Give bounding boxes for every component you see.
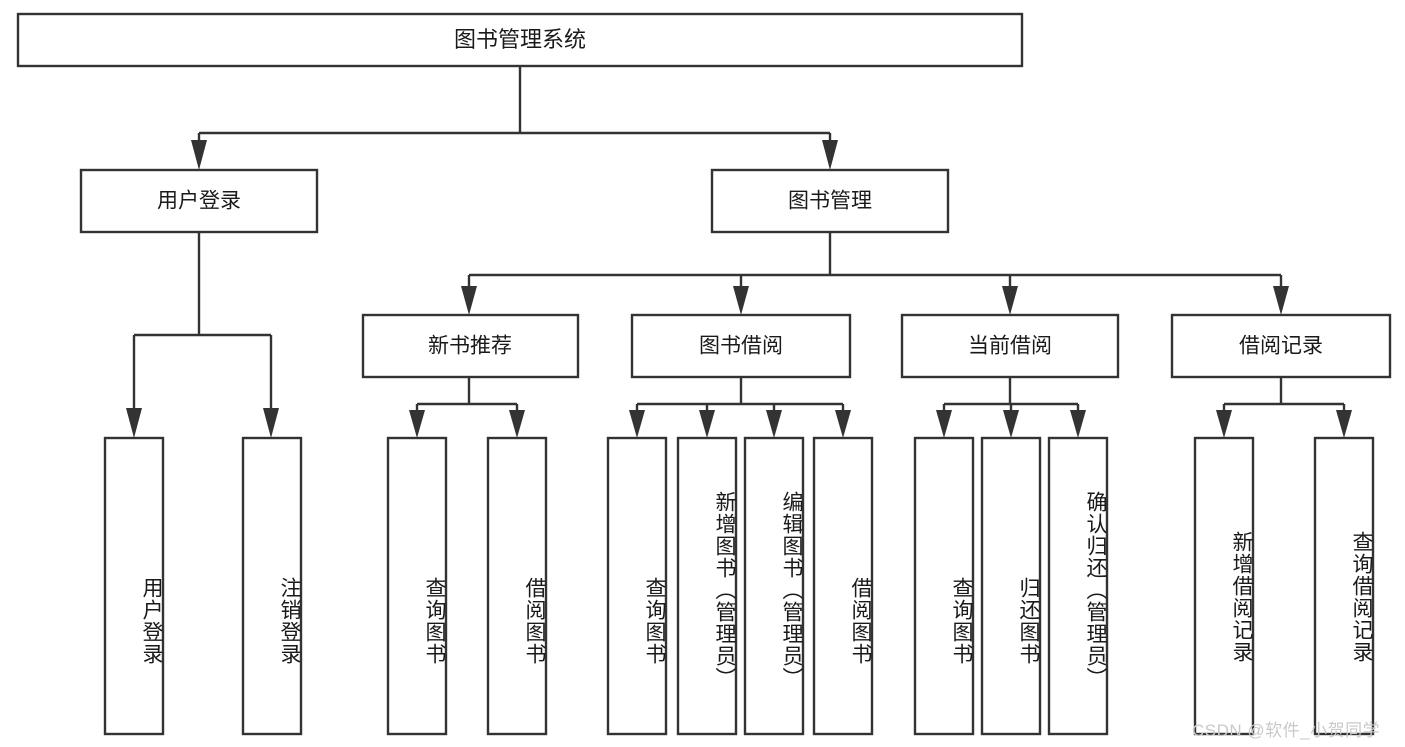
arrow-head-icon [822, 140, 838, 170]
leaf-rect-logout[interactable] [241, 436, 303, 736]
arrow-head-icon [835, 410, 851, 438]
node-new-book-recommend[interactable]: 新书推荐 [361, 313, 580, 379]
leaf-rect-borrow-book-nb[interactable] [486, 436, 548, 736]
leaf-rect-query-book-nb[interactable] [386, 436, 448, 736]
node-current-borrow[interactable]: 当前借阅 [900, 313, 1120, 379]
leaf-rect-query-borrow-record[interactable] [1313, 436, 1375, 736]
connector-group-user-login [126, 232, 279, 438]
node-borrow-record-rect[interactable] [1170, 313, 1392, 379]
node-current-borrow-label: 当前借阅 [968, 335, 1052, 358]
arrow-head-icon [1002, 286, 1018, 315]
arrow-head-icon [509, 410, 525, 438]
node-book-borrow-rect[interactable] [630, 313, 852, 379]
connector-group-root [191, 66, 838, 170]
arrow-head-icon [733, 286, 749, 315]
arrow-head-icon [766, 410, 782, 438]
node-user-login-rect[interactable] [79, 168, 319, 234]
leaf-rect-return-book[interactable] [980, 436, 1042, 736]
leaf-rect-borrow-book-bb[interactable] [812, 436, 874, 736]
connector-group-current-borrow [936, 377, 1086, 438]
node-root-label: 图书管理系统 [454, 27, 586, 52]
arrow-head-icon [1216, 410, 1232, 438]
arrow-head-icon [629, 410, 645, 438]
leaf-rect-user-login[interactable] [103, 436, 165, 736]
arrow-head-icon [936, 410, 952, 438]
leaf-rect-add-book-admin[interactable] [676, 436, 738, 736]
arrow-head-icon [1273, 286, 1289, 315]
node-book-management-label: 图书管理 [788, 190, 872, 213]
arrow-head-icon [126, 408, 142, 438]
arrow-head-icon [699, 410, 715, 438]
arrow-head-icon [1070, 410, 1086, 438]
leaf-rect-query-book-bb[interactable] [606, 436, 668, 736]
csdn-watermark: CSDN @软件_小贺同学 [1192, 721, 1381, 740]
connector-group-new-book [409, 377, 525, 438]
node-current-borrow-rect[interactable] [900, 313, 1120, 379]
arrow-head-icon [263, 408, 279, 438]
node-book-borrow-label: 图书借阅 [699, 335, 783, 358]
leaf-rect-query-book-cb[interactable] [913, 436, 975, 736]
connector-group-borrow-record [1216, 377, 1352, 438]
node-user-login[interactable]: 用户登录 [79, 168, 319, 234]
leaf-rect-confirm-return-admin[interactable] [1047, 436, 1109, 736]
node-book-management-rect[interactable] [710, 168, 950, 234]
node-book-borrow[interactable]: 图书借阅 [630, 313, 852, 379]
leaf-rect-edit-book-admin[interactable] [743, 436, 805, 736]
connector-group-book-management [461, 232, 1289, 315]
arrow-head-icon [409, 410, 425, 438]
node-root-rect[interactable] [16, 12, 1024, 68]
node-user-login-label: 用户登录 [157, 190, 241, 213]
arrow-head-icon [1003, 410, 1019, 438]
connector-group-book-borrow [629, 377, 851, 438]
node-borrow-record-label: 借阅记录 [1239, 335, 1323, 358]
node-borrow-record[interactable]: 借阅记录 [1170, 313, 1392, 379]
node-new-book-recommend-label: 新书推荐 [428, 335, 512, 358]
node-root[interactable]: 图书管理系统 [16, 12, 1024, 68]
leaf-rect-add-borrow-record[interactable] [1193, 436, 1255, 736]
node-new-book-recommend-rect[interactable] [361, 313, 580, 379]
arrow-head-icon [191, 140, 207, 170]
arrow-head-icon [1336, 410, 1352, 438]
node-book-management[interactable]: 图书管理 [710, 168, 950, 234]
leaf-rect-group [103, 436, 1375, 736]
arrow-head-icon [461, 286, 477, 315]
